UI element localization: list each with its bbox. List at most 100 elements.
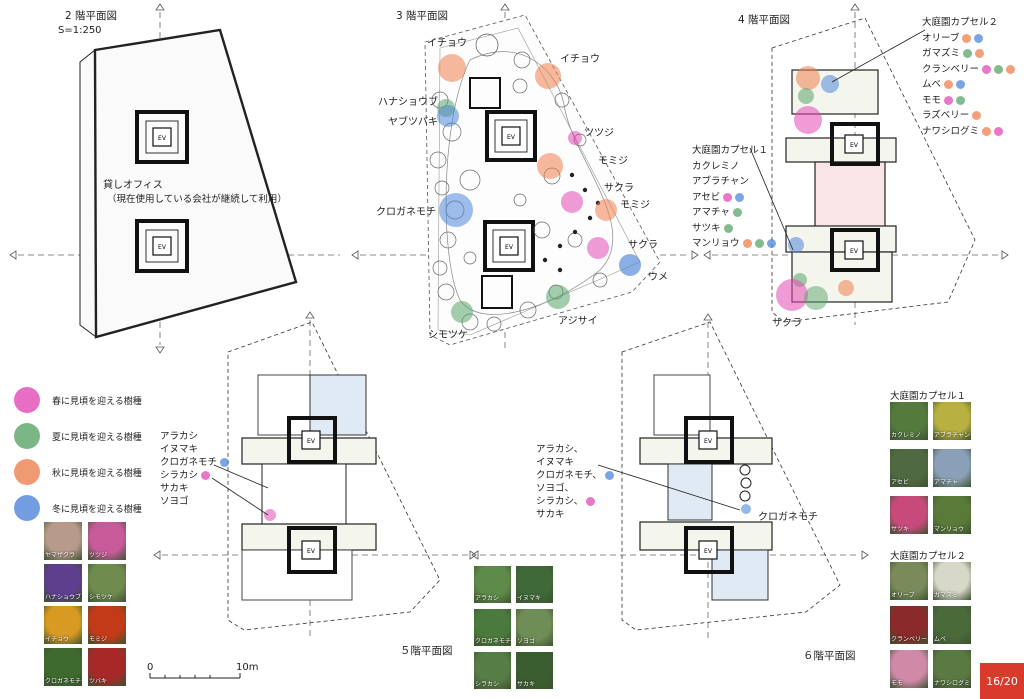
plan3-tree-label: クロガネモチ [376,207,436,218]
capsule2-item-name: モモ [922,94,942,106]
tree-photo-caption: オリーブ [891,592,915,599]
tree-photo-caption: シラカシ [475,681,500,688]
plan3-tree-label: イチョウ [427,38,467,49]
plan5-outline [227,321,441,631]
tree-photo: ヤマザクラ [44,522,82,560]
plan3-tree-label: ウメ [648,272,668,283]
svg-text:EV: EV [507,134,516,141]
tree-photo: モミジ [88,606,126,644]
season-dot [956,95,966,105]
plan4-leaders [749,29,926,251]
plan4-sakura-label: サクラ [772,318,802,329]
plan3-tree-label: サクラ [628,240,658,251]
tree-photo-caption: マンリョウ [934,526,965,533]
plan2-core-top: EV [135,110,189,164]
tree-photo-caption: モモ [891,680,904,687]
plan6-outline [621,321,841,631]
tree-photo: ツツジ [88,522,126,560]
season-dot [723,192,733,202]
plan3-core-bottom: EV [483,220,535,272]
tree-photo: アマチャ [933,449,971,487]
plan2-slab [79,28,298,339]
tree-photo-caption: クロガネモチ [475,638,511,645]
legend-item: 春に見頃を迎える樹種 [14,386,142,414]
tree-photo-caption: サツキ [891,526,910,533]
plan3-tree-label: モミジ [620,200,650,211]
capsule1-list: 大庭園カプセル１ カクレミノアブラチャンアセビアマチャサツキマンリョウ [692,142,776,251]
scale-ten: 10m [236,662,259,673]
capsule1-item: アブラチャン [692,173,776,189]
plan3-service-blocks [469,77,513,309]
capsule2-item-name: ガマズミ [922,48,961,59]
plan5-leaders [211,464,269,516]
tree-photo-caption: イヌマキ [517,595,542,602]
plan3-tree-label: ハナショウブ [378,97,438,108]
plan3-tree-label: イチョウ [560,54,600,65]
plan6-item: イヌマキ [536,457,575,468]
tree-photo-caption: ヤマザクラ [45,552,76,559]
legend-item: 冬に見頃を迎える樹種 [14,494,142,522]
tree-photo: アブラチャン [933,402,971,440]
capsule2-list: 大庭園カプセル２ オリーブガマズミクランベリームベモモラズベリーナワシログミ [922,14,1016,139]
tree-photo: シモツケ [88,564,126,602]
season-dot [1006,64,1016,74]
capsule2-title: 大庭園カプセル２ [922,17,999,28]
capsule1-item: アセビ [692,189,776,205]
legend-swatch [14,459,40,485]
plan5-building: EV EV [241,374,377,601]
plan4-trees [776,66,854,311]
plan2-office-label: 貸しオフィス [103,180,163,191]
plan6-item: サカキ [536,509,565,520]
tree-photo-caption: ガマズミ [934,592,959,599]
capsule1-item-name: カクレミノ [692,160,740,172]
capsule2-item: モモ [922,92,1015,108]
tree-photo-caption: モミジ [89,636,108,643]
svg-text:EV: EV [307,438,316,445]
capsule1-item: マンリョウ [692,235,776,251]
plan3-title: 3 階平面図 [396,10,449,22]
plan3-stepping-stones [542,172,601,273]
plan5-item: アラカシ [160,431,199,442]
plan6-item: クロガネモチ、 [536,469,614,482]
season-dot [944,80,954,89]
legend-item: 夏に見頃を迎える樹種 [14,422,142,450]
tree-photo-caption: イチョウ [45,636,70,643]
legend-label: 秋に見頃を迎える樹種 [52,468,142,479]
plan6-tree-list: アラカシ、 イヌマキ クロガネモチ、 ソヨゴ、 シラカシ、 サカキ [536,443,614,521]
season-dot [994,126,1004,136]
plan6-item: シラカシ、 [536,495,614,508]
plan5-item: シラカシ [160,469,229,482]
scale-bar [149,673,241,679]
page-number-badge: 16/20 [980,663,1024,699]
tree-photo-caption: ハナショウブ [45,594,82,601]
plan5-tree-list: アラカシ イヌマキ クロガネモチ シラカシ サカキ ソヨゴ [160,430,230,508]
plan5-item: サカキ [160,483,189,494]
season-dot [723,223,733,233]
tree-photo-caption: アラカシ [475,595,500,602]
season-dot [962,33,972,43]
plan2-scale: S=1:250 [58,25,102,36]
scale-zero: 0 [147,662,154,673]
capsule2-item: ナワシログミ [922,123,1015,139]
tree-photo: クロガネモチ [44,648,82,686]
season-dot [972,111,982,120]
plan2-core-bottom: EV [135,219,189,273]
capsule1-item-name: アセビ [692,191,721,203]
plan3-tree-label: サクラ [604,183,634,194]
plan5-title: ５階平面図 [400,645,453,657]
svg-text:EV: EV [704,438,713,445]
legend-label: 春に見頃を迎える樹種 [52,396,142,407]
plan3-colored-trees [437,33,641,323]
tree-photo: ナワシログミ [933,650,971,688]
capsule2-item-name: ラズベリー [922,110,970,121]
legend-swatch [14,387,40,413]
cap2-photo-title: 大庭園カプセル２ [890,551,967,562]
tree-photo: ムベ [933,606,971,644]
tree-photo-caption: アブラチャン [934,432,970,439]
season-dot [963,49,973,58]
plan3-core-top: EV [485,110,537,162]
tree-photo-caption: サカキ [517,681,536,688]
capsule1-title: 大庭園カプセル１ [692,145,769,156]
capsule2-item-name: ムベ [922,79,942,90]
tree-photo: モモ [890,650,928,688]
